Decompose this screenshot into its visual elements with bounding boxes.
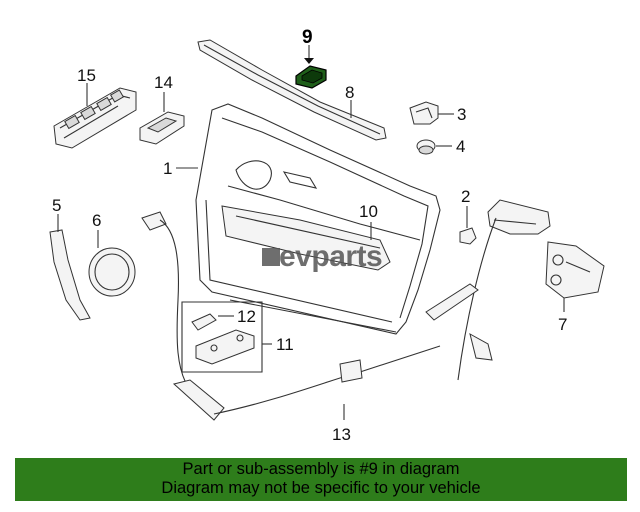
parts-diagram: 15 14 8 9 3 4 [49, 27, 605, 444]
callout-3: 3 [457, 105, 466, 124]
part-15-window-switch-panel[interactable] [53, 87, 137, 149]
callout-12: 12 [237, 307, 256, 326]
watermark-text: evparts [279, 240, 382, 273]
callout-5: 5 [52, 196, 61, 215]
callout-4: 4 [456, 137, 465, 156]
callout-14: 14 [154, 73, 173, 92]
part-14-switch[interactable] [139, 111, 185, 145]
part-2-clip[interactable] [459, 222, 477, 245]
callout-1: 1 [163, 159, 172, 178]
part-3-clip[interactable] [409, 101, 439, 125]
callout-13: 13 [332, 425, 351, 444]
callout-6: 6 [92, 211, 101, 230]
part-wire-harness-right[interactable] [425, 199, 551, 381]
callout-11: 11 [276, 335, 294, 354]
callout-8: 8 [345, 83, 354, 102]
callout-7: 7 [558, 315, 567, 334]
part-1-door-panel[interactable] [195, 103, 441, 335]
footer-line-1: Part or sub-assembly is #9 in diagram [182, 460, 460, 478]
callout-10: 10 [359, 202, 378, 221]
part-7-speaker-bracket[interactable] [545, 241, 605, 299]
callout-2: 2 [461, 187, 470, 206]
part-4-plug[interactable] [416, 139, 436, 155]
callout-9: 9 [302, 27, 313, 48]
part-12-bulb[interactable] [191, 313, 217, 331]
footer-banner: Part or sub-assembly is #9 in diagram Di… [15, 458, 627, 501]
part-wire-harness-left[interactable] [141, 211, 441, 421]
part-5-trim-piece[interactable] [49, 229, 91, 321]
footer-line-2: Diagram may not be specific to your vehi… [161, 479, 481, 497]
part-8-trim-strip[interactable] [197, 39, 387, 141]
part-6-speaker[interactable] [88, 247, 136, 297]
evparts-watermark: evparts [262, 240, 383, 273]
part-9-cap-highlighted[interactable] [295, 65, 327, 89]
part-11-bracket-box[interactable] [181, 301, 263, 373]
callout-15: 15 [77, 66, 96, 85]
